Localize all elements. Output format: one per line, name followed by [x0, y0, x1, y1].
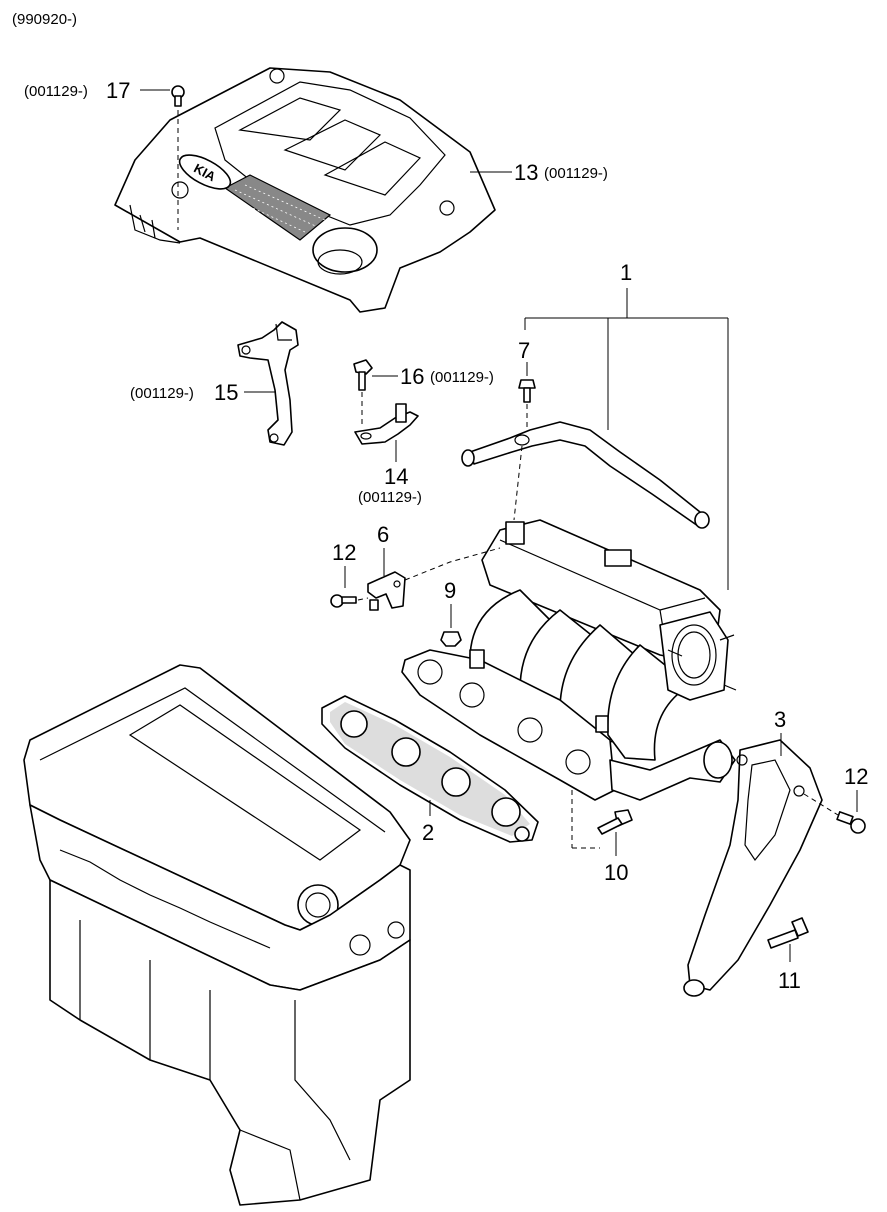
callout-1[interactable]: 1: [524, 260, 729, 590]
svg-text:(001129-): (001129-): [24, 83, 88, 100]
callout-2[interactable]: 2: [422, 800, 434, 845]
bracket-15-part[interactable]: [237, 321, 299, 446]
intake-manifold-part[interactable]: [401, 519, 737, 801]
svg-text:11: 11: [778, 968, 801, 993]
callout-12-lower[interactable]: 12: [844, 764, 868, 812]
svg-text:3: 3: [774, 707, 786, 732]
bolt-12-upper[interactable]: [330, 594, 357, 608]
bolt-16[interactable]: [353, 359, 373, 391]
callout-10[interactable]: 10: [604, 832, 628, 885]
callout-7[interactable]: 7: [518, 338, 530, 376]
svg-text:10: 10: [604, 860, 628, 885]
svg-text:14: 14: [384, 464, 408, 489]
bolt-12-lower[interactable]: [836, 811, 866, 834]
svg-text:15: 15: [214, 380, 238, 405]
svg-text:16: 16: [400, 364, 424, 389]
nut-9[interactable]: [440, 631, 462, 647]
svg-text:7: 7: [518, 338, 530, 363]
pcv-tube[interactable]: [461, 421, 710, 529]
support-bracket-3-part[interactable]: [683, 739, 823, 997]
bolt-7[interactable]: [518, 379, 536, 403]
callout-12-upper[interactable]: 12: [332, 540, 356, 588]
svg-text:12: 12: [844, 764, 868, 789]
engine-block-reference: [23, 664, 411, 1206]
svg-text:12: 12: [332, 540, 356, 565]
callout-17[interactable]: (001129-) 17: [24, 78, 170, 103]
callout-13[interactable]: 13 (001129-): [470, 160, 608, 185]
callout-15[interactable]: (001129-) 15: [130, 380, 276, 405]
callout-16[interactable]: 16 (001129-): [372, 364, 494, 389]
svg-text:1: 1: [620, 260, 632, 285]
callout-6[interactable]: 6: [377, 522, 389, 576]
bracket-14-part[interactable]: [354, 403, 419, 445]
svg-text:6: 6: [377, 522, 389, 547]
svg-text:13: 13: [514, 160, 538, 185]
svg-text:17: 17: [106, 78, 130, 103]
svg-text:(001129-): (001129-): [130, 385, 194, 402]
kia-logo: KIA: [178, 154, 232, 190]
bolt-11[interactable]: [767, 917, 809, 949]
callout-11[interactable]: 11: [778, 944, 801, 993]
bolt-17[interactable]: [171, 85, 185, 107]
callout-9[interactable]: 9: [444, 578, 456, 628]
callout-3[interactable]: 3: [774, 707, 786, 756]
bracket-6-part[interactable]: [367, 571, 406, 611]
engine-cover-part[interactable]: [114, 67, 496, 313]
svg-text:(001129-): (001129-): [358, 489, 422, 506]
bolt-10[interactable]: [597, 809, 633, 835]
svg-text:(001129-): (001129-): [544, 165, 608, 182]
svg-text:9: 9: [444, 578, 456, 603]
date-code: (990920-): [12, 11, 77, 28]
gasket-2-part[interactable]: [321, 695, 539, 843]
svg-text:(001129-): (001129-): [430, 369, 494, 386]
svg-text:2: 2: [422, 820, 434, 845]
callout-14[interactable]: 14 (001129-): [358, 440, 422, 506]
